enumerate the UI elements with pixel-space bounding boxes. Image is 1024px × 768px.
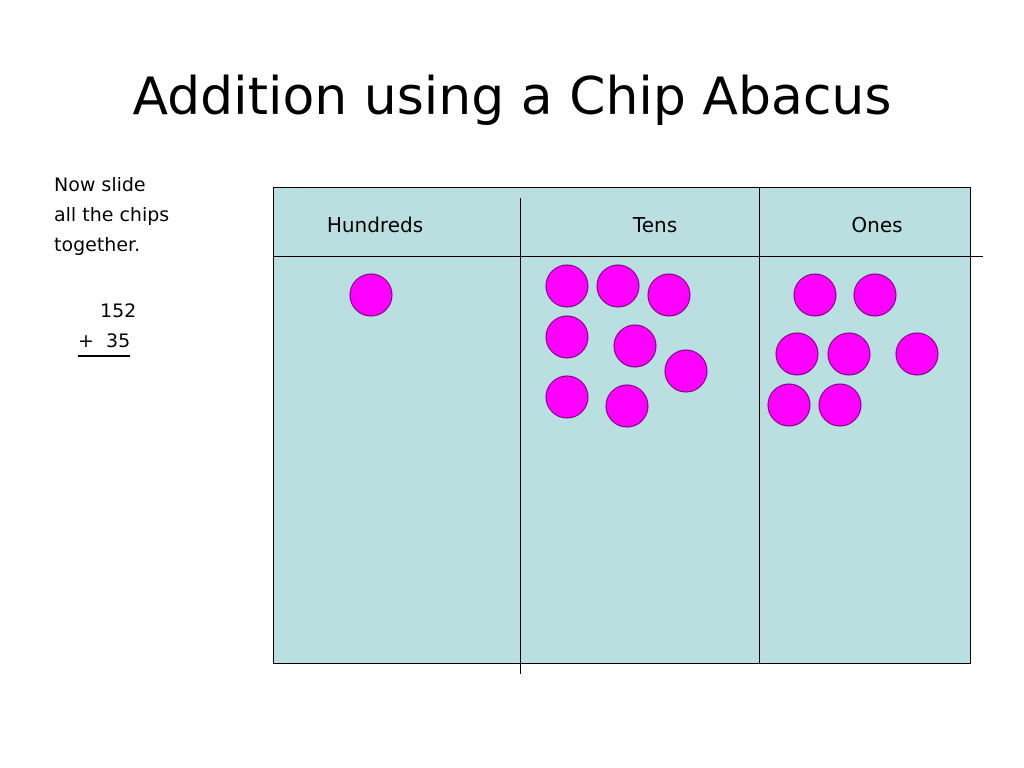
chip-abacus-board [273,187,971,664]
column-header-hundreds: Hundreds [326,213,424,237]
slide-title: Addition using a Chip Abacus [132,67,892,127]
column-header-ones: Ones [851,213,903,237]
header-divider [273,256,983,257]
column-divider-hundreds-tens [520,198,521,674]
instruction-text: Now slide all the chips together. [54,174,170,256]
column-divider-tens-ones [759,187,760,664]
addend-2: + 35 [78,327,131,357]
addend-1: 152 [100,300,137,322]
addition-problem: 152 + 35 [78,296,136,357]
column-header-tens: Tens [632,213,678,237]
